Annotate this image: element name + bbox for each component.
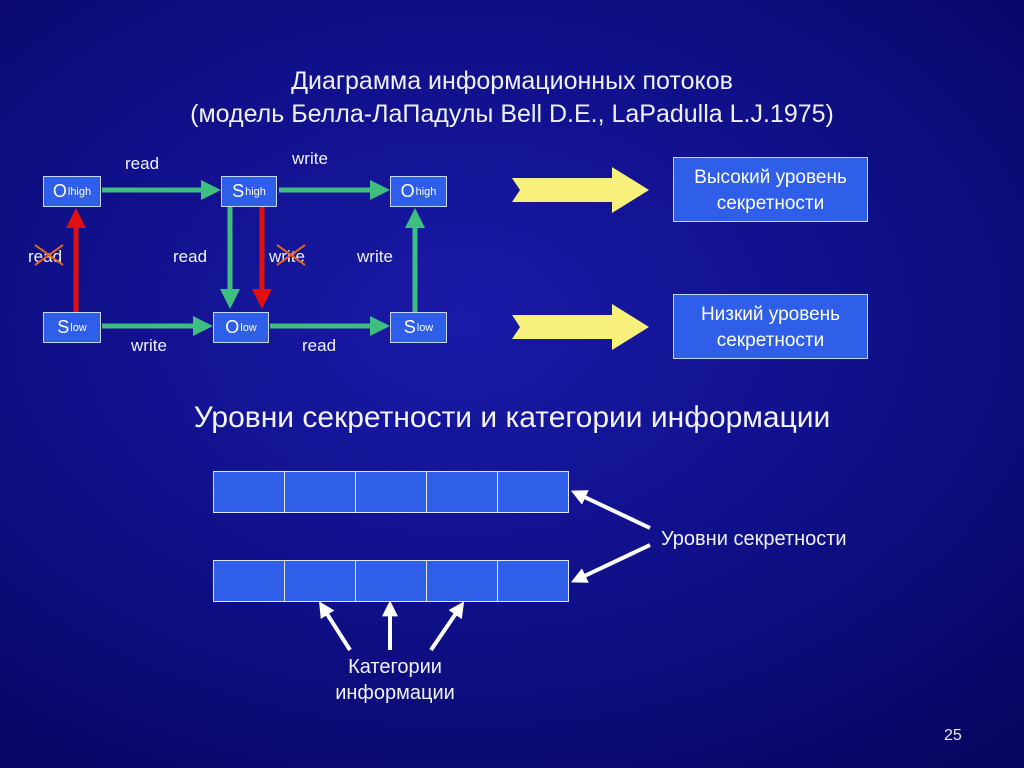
- title-line-1: Диаграмма информационных потоков: [291, 67, 733, 95]
- title-line-2: (модель Белла-ЛаПадулы Bell D.E., LaPadu…: [190, 100, 834, 128]
- security-label-row-2: [213, 560, 570, 602]
- label-mid-read: read: [173, 247, 208, 266]
- categories-label: Категории информации: [335, 656, 455, 704]
- label-top-read: read: [125, 154, 160, 173]
- pointer-category-3: [429, 601, 465, 652]
- label-cell: [213, 560, 286, 602]
- label-top-write: write: [292, 149, 328, 168]
- label-bottom-read: read: [302, 336, 337, 355]
- yellow-arrow-low: [512, 304, 649, 350]
- pointer-levels-bottom: [570, 543, 651, 583]
- label-cell: [283, 560, 357, 602]
- label-cell: [354, 560, 428, 602]
- security-label-row-1: [213, 471, 570, 513]
- label-cell: [496, 560, 570, 602]
- high-level-box: Высокий уровень секретности: [673, 157, 868, 222]
- cross-icon: [276, 244, 306, 266]
- label-cell: [496, 471, 570, 513]
- label-cell: [283, 471, 357, 513]
- security-levels-label: Уровни секретности: [661, 528, 847, 550]
- label-cell: [425, 471, 499, 513]
- label-bottom-write: write: [131, 336, 167, 355]
- low-level-box: Низкий уровень секретности: [673, 294, 868, 359]
- label-cell: [213, 471, 286, 513]
- yellow-arrow-high: [512, 167, 649, 213]
- pointer-levels-top: [570, 490, 651, 530]
- cross-icon: [34, 244, 64, 266]
- section-subtitle: Уровни секретности и категории информаци…: [193, 401, 831, 434]
- label-cell: [354, 471, 428, 513]
- page-number: 25: [944, 727, 962, 744]
- pointer-category-1: [318, 601, 352, 652]
- label-cell: [425, 560, 499, 602]
- label-right-write: write: [357, 247, 393, 266]
